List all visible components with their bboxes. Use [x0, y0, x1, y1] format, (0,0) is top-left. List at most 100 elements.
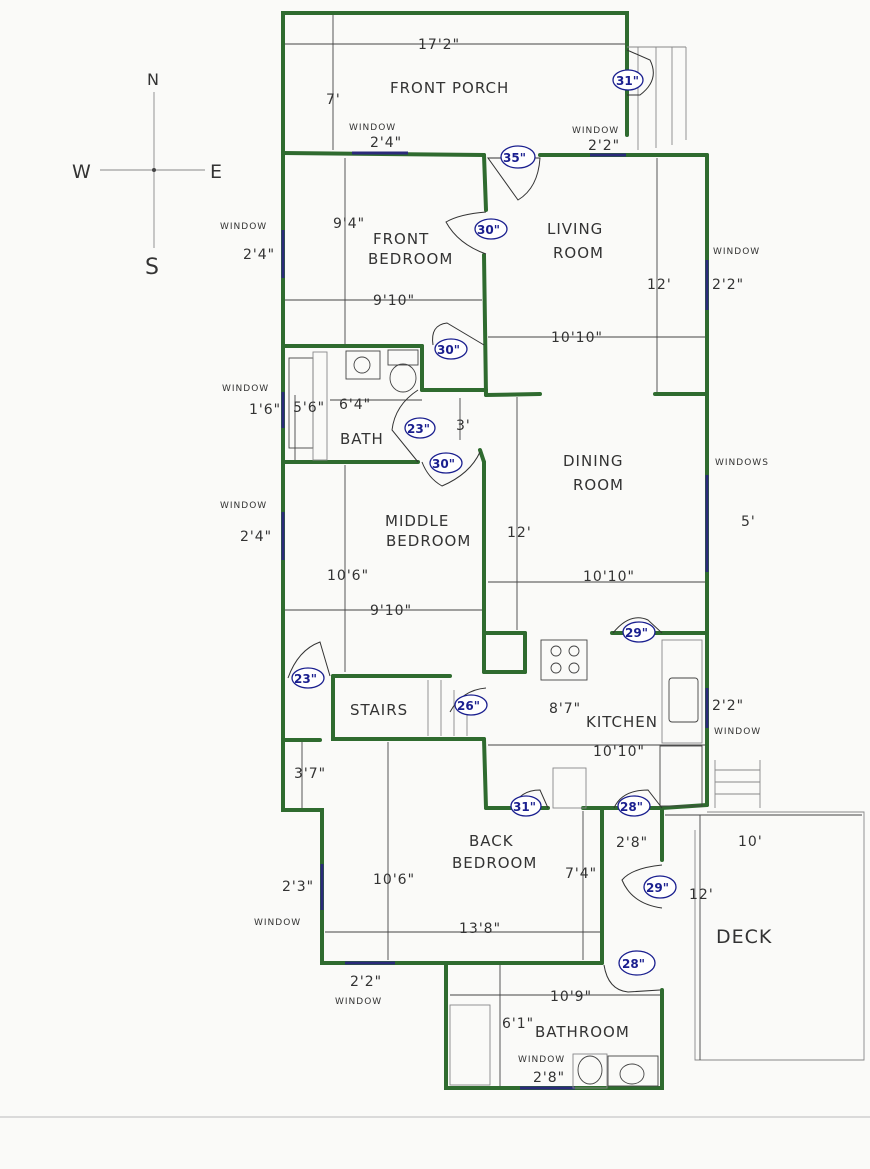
- dim-middle-bedroom-width: 9'10": [370, 603, 412, 619]
- door-porch: 31": [616, 74, 639, 88]
- refrigerator-icon: [659, 745, 703, 807]
- kitchen-sink-icon: [668, 677, 699, 723]
- room-labels: FRONT PORCH FRONT BEDROOM LIVING ROOM BA…: [340, 79, 772, 1041]
- dim-hall: 3': [456, 418, 471, 434]
- window-bath-west-size: 1'6": [249, 402, 281, 418]
- porch-steps: [627, 46, 687, 150]
- dim-back-bedroom-width: 13'8": [459, 921, 501, 937]
- dim-kitchen-width: 8'7": [549, 701, 581, 717]
- window-mb-west-size: 2'4": [240, 529, 272, 545]
- window-labels: WINDOW 2'4" WINDOW 2'2" WINDOW 2'4" WIND…: [220, 123, 769, 1086]
- dimension-labels: 17'2" 7' 9'4" 9'10" 10'10" 12' 6'4" 5'6"…: [293, 37, 763, 1032]
- dim-porch-width: 17'2": [418, 37, 460, 53]
- compass-east: E: [210, 161, 223, 183]
- door-kitchen: 29": [625, 626, 648, 640]
- door-bath: 23": [407, 422, 430, 436]
- compass-north: N: [147, 70, 160, 89]
- door-bathroom: 28": [622, 957, 645, 971]
- kitchen-counter: [661, 639, 703, 744]
- fixtures: [288, 349, 703, 1089]
- door-kitchen-back: 28": [620, 800, 643, 814]
- window-bb-south-label: WINDOW: [335, 997, 382, 1007]
- dim-bathroom-height: 6'1": [502, 1016, 534, 1032]
- dim-kitchen-lower: 10'10": [593, 744, 645, 760]
- window-porch-left-label: WINDOW: [349, 123, 396, 133]
- window-fb-west-label: WINDOW: [220, 222, 267, 232]
- window-fb-west-size: 2'4": [243, 247, 275, 263]
- compass-rose: N S E W: [72, 70, 223, 280]
- dim-dining-height: 12': [507, 525, 532, 541]
- door-front-bedroom-lower: 30": [437, 343, 460, 357]
- door-swings: [287, 49, 663, 993]
- door-middle-bedroom-closet: 23": [294, 672, 317, 686]
- room-kitchen: KITCHEN: [586, 713, 658, 731]
- dim-dining-width: 10'10": [583, 569, 635, 585]
- window-living-east-label: WINDOW: [713, 247, 760, 257]
- window-bb-west-label: WINDOW: [254, 918, 301, 928]
- room-back-bedroom-line1: BACK: [469, 832, 514, 850]
- room-living-line2: ROOM: [553, 244, 604, 262]
- window-bathroom-south-size: 2'8": [533, 1070, 565, 1086]
- door-middle-bedroom: 30": [432, 457, 455, 471]
- room-back-bedroom-line2: BEDROOM: [452, 854, 537, 872]
- dim-front-bedroom-width: 9'10": [373, 293, 415, 309]
- bathroom-toilet-icon: [577, 1055, 603, 1085]
- room-bathroom: BATHROOM: [535, 1023, 630, 1041]
- window-dining-east-size: 5': [741, 514, 756, 530]
- dim-bath-height: 5'6": [293, 400, 325, 416]
- dim-closet: 2'8": [616, 835, 648, 851]
- window-bathroom-south-label: WINDOW: [518, 1055, 565, 1065]
- window-dining-east-label: WINDOWS: [715, 458, 769, 468]
- compass-south: S: [145, 255, 160, 280]
- dim-bathroom-width: 10'9": [550, 989, 592, 1005]
- room-front-bedroom-line2: BEDROOM: [368, 250, 453, 268]
- compass-west: W: [72, 161, 92, 183]
- window-porch-left-size: 2'4": [370, 135, 402, 151]
- window-bath-west-label: WINDOW: [222, 384, 269, 394]
- dim-living-height: 12': [647, 277, 672, 293]
- room-bath: BATH: [340, 430, 384, 448]
- door-stairs: 26": [457, 699, 480, 713]
- window-porch-right-label: WINDOW: [572, 126, 619, 136]
- door-deck: 29": [646, 881, 669, 895]
- window-porch-right-size: 2'2": [588, 138, 620, 154]
- window-kitchen-east-label: WINDOW: [714, 727, 761, 737]
- dim-deck-width: 10': [738, 834, 763, 850]
- room-dining-line1: DINING: [563, 452, 623, 470]
- room-stairs: STAIRS: [350, 701, 408, 719]
- bathroom-sink-icon: [607, 1055, 659, 1087]
- window-living-east-size: 2'2": [712, 277, 744, 293]
- dim-deck-height: 12': [689, 887, 714, 903]
- window-mb-west-label: WINDOW: [220, 501, 267, 511]
- window-bb-west-size: 2'3": [282, 879, 314, 895]
- dim-bath-width: 6'4": [339, 397, 371, 413]
- dim-back-bedroom-height: 10'6": [373, 872, 415, 888]
- toilet-icon: [387, 349, 419, 366]
- room-middle-bedroom-line1: MIDDLE: [385, 512, 449, 530]
- window-kitchen-east-size: 2'2": [712, 698, 744, 714]
- room-living-line1: LIVING: [547, 220, 603, 238]
- room-deck: DECK: [716, 926, 772, 948]
- stove-icon: [540, 639, 588, 681]
- dim-middle-bedroom-height: 10'6": [327, 568, 369, 584]
- room-middle-bedroom-line2: BEDROOM: [386, 532, 471, 550]
- bath-sink-icon: [345, 350, 381, 380]
- door-back-bedroom: 31": [513, 800, 536, 814]
- door-front-bedroom: 30": [477, 223, 500, 237]
- dimension-lines: [285, 15, 862, 1086]
- deck-outline: [694, 760, 865, 1061]
- window-marks: [281, 151, 709, 1090]
- door-markers: 31" 35" 30" 30" 23" 30" 29" 23" 26" 31" …: [291, 69, 677, 976]
- window-bb-south-size: 2'2": [350, 974, 382, 990]
- dim-porch-depth: 7': [326, 92, 341, 108]
- dim-front-bedroom-height: 9'4": [333, 216, 365, 232]
- dim-back-bedroom-right: 7'4": [565, 866, 597, 882]
- room-dining-line2: ROOM: [573, 476, 624, 494]
- door-front: 35": [503, 151, 526, 165]
- room-front-bedroom-line1: FRONT: [373, 230, 429, 248]
- dim-back-bedroom-notch: 3'7": [294, 766, 326, 782]
- dim-living-width: 10'10": [551, 330, 603, 346]
- shower-outline: [449, 1004, 491, 1086]
- room-front-porch: FRONT PORCH: [390, 79, 509, 97]
